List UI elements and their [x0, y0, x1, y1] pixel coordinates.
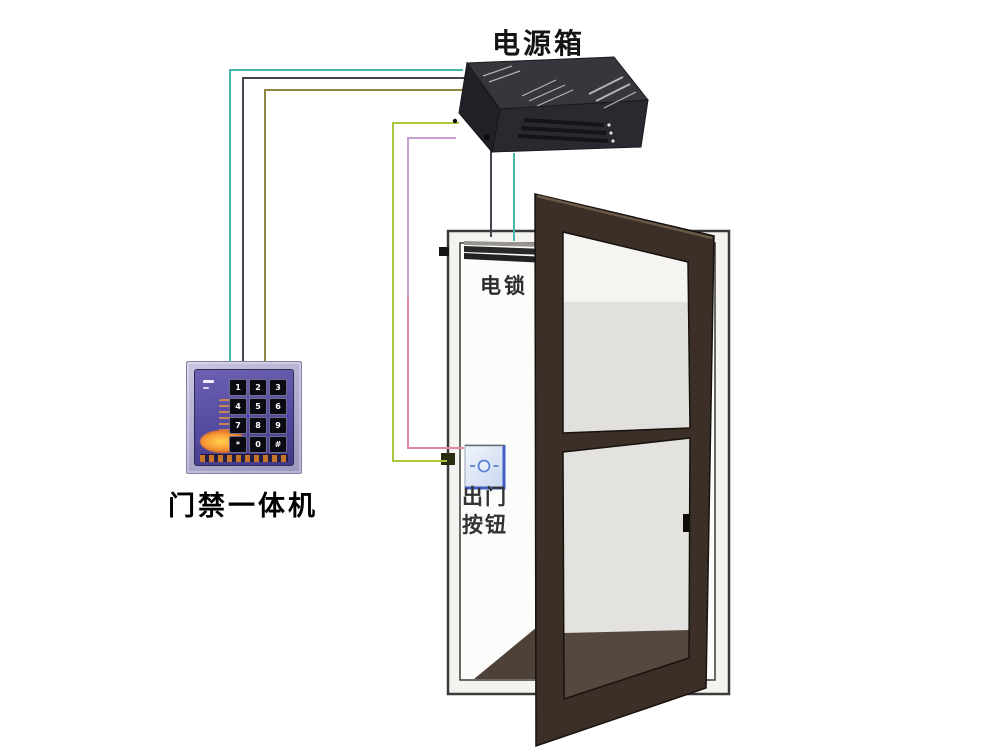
- door-handle: [683, 514, 689, 532]
- keypad-key: 7: [229, 417, 247, 434]
- glass-lower: [563, 438, 690, 633]
- glass-upper: [563, 302, 690, 433]
- keypad-key: #: [269, 436, 287, 453]
- wire-pink-exit-lower: [407, 298, 464, 449]
- wire-teal-keypad: [229, 69, 463, 363]
- label-power-box: 电源箱: [492, 29, 586, 60]
- keypad-key: 5: [249, 398, 267, 415]
- access-keypad-device: 1 2 3 4 5 6 7 8 9 * 0 #: [186, 361, 302, 474]
- label-access-keypad: 门禁一体机: [168, 491, 318, 521]
- keypad-key: 6: [269, 398, 287, 415]
- label-exit-button-line1: 出门: [462, 485, 508, 509]
- keypad-panel: 1 2 3 4 5 6 7 8 9 * 0 #: [194, 369, 294, 466]
- power-box-end: [458, 61, 501, 154]
- keypad-brand-band: [200, 454, 288, 462]
- floor-shadow-through-glass: [564, 630, 689, 699]
- keypad-key: 2: [249, 379, 267, 396]
- frame-left-tick: [439, 247, 449, 256]
- wire-olive-keypad: [264, 89, 469, 363]
- keypad-keys: 1 2 3 4 5 6 7 8 9 * 0 #: [229, 379, 287, 453]
- power-box-connector: [484, 134, 490, 140]
- glass-upper-light: [563, 232, 688, 302]
- wire-dark-keypad: [242, 77, 466, 363]
- exit-button-box: [464, 444, 506, 490]
- door-glass: [563, 232, 690, 699]
- keypad-key: 0: [249, 436, 267, 453]
- wires: [229, 69, 515, 462]
- power-box-vents: [518, 118, 608, 143]
- power-box-nub: [452, 118, 458, 124]
- label-exit-button: 出门 按钮: [462, 483, 508, 539]
- power-box-front: [491, 99, 649, 153]
- keypad-key: *: [229, 436, 247, 453]
- power-box-text-streaks: [482, 65, 637, 109]
- label-electric-lock: 电锁: [480, 274, 528, 298]
- door-leaf: [534, 193, 715, 748]
- floor-shadow: [474, 627, 537, 679]
- door: [534, 193, 715, 748]
- wire-green-exit: [392, 122, 459, 462]
- wire-violet-exit-upper: [407, 137, 456, 300]
- exit-button-circle: [477, 459, 491, 473]
- keypad-key: 3: [269, 379, 287, 396]
- door-top-bevel: [536, 194, 713, 240]
- power-box-vent-dots: [607, 123, 615, 143]
- power-box: [452, 56, 649, 154]
- electric-lock-bars: [464, 241, 547, 263]
- wire-terminal: [441, 453, 455, 465]
- keypad-key: 4: [229, 398, 247, 415]
- keypad-key: 8: [249, 417, 267, 434]
- label-exit-button-line2: 按钮: [462, 513, 508, 537]
- keypad-indicator: [203, 380, 214, 383]
- keypad-key: 9: [269, 417, 287, 434]
- keypad-indicator: [203, 387, 209, 389]
- keypad-key: 1: [229, 379, 247, 396]
